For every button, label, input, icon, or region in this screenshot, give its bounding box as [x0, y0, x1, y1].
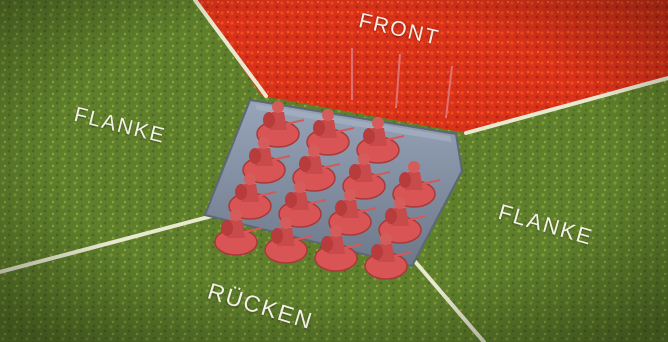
game-board: FRONT FLANKE FLANKE RÜCKEN [0, 0, 668, 342]
battlefield-map [0, 0, 668, 342]
